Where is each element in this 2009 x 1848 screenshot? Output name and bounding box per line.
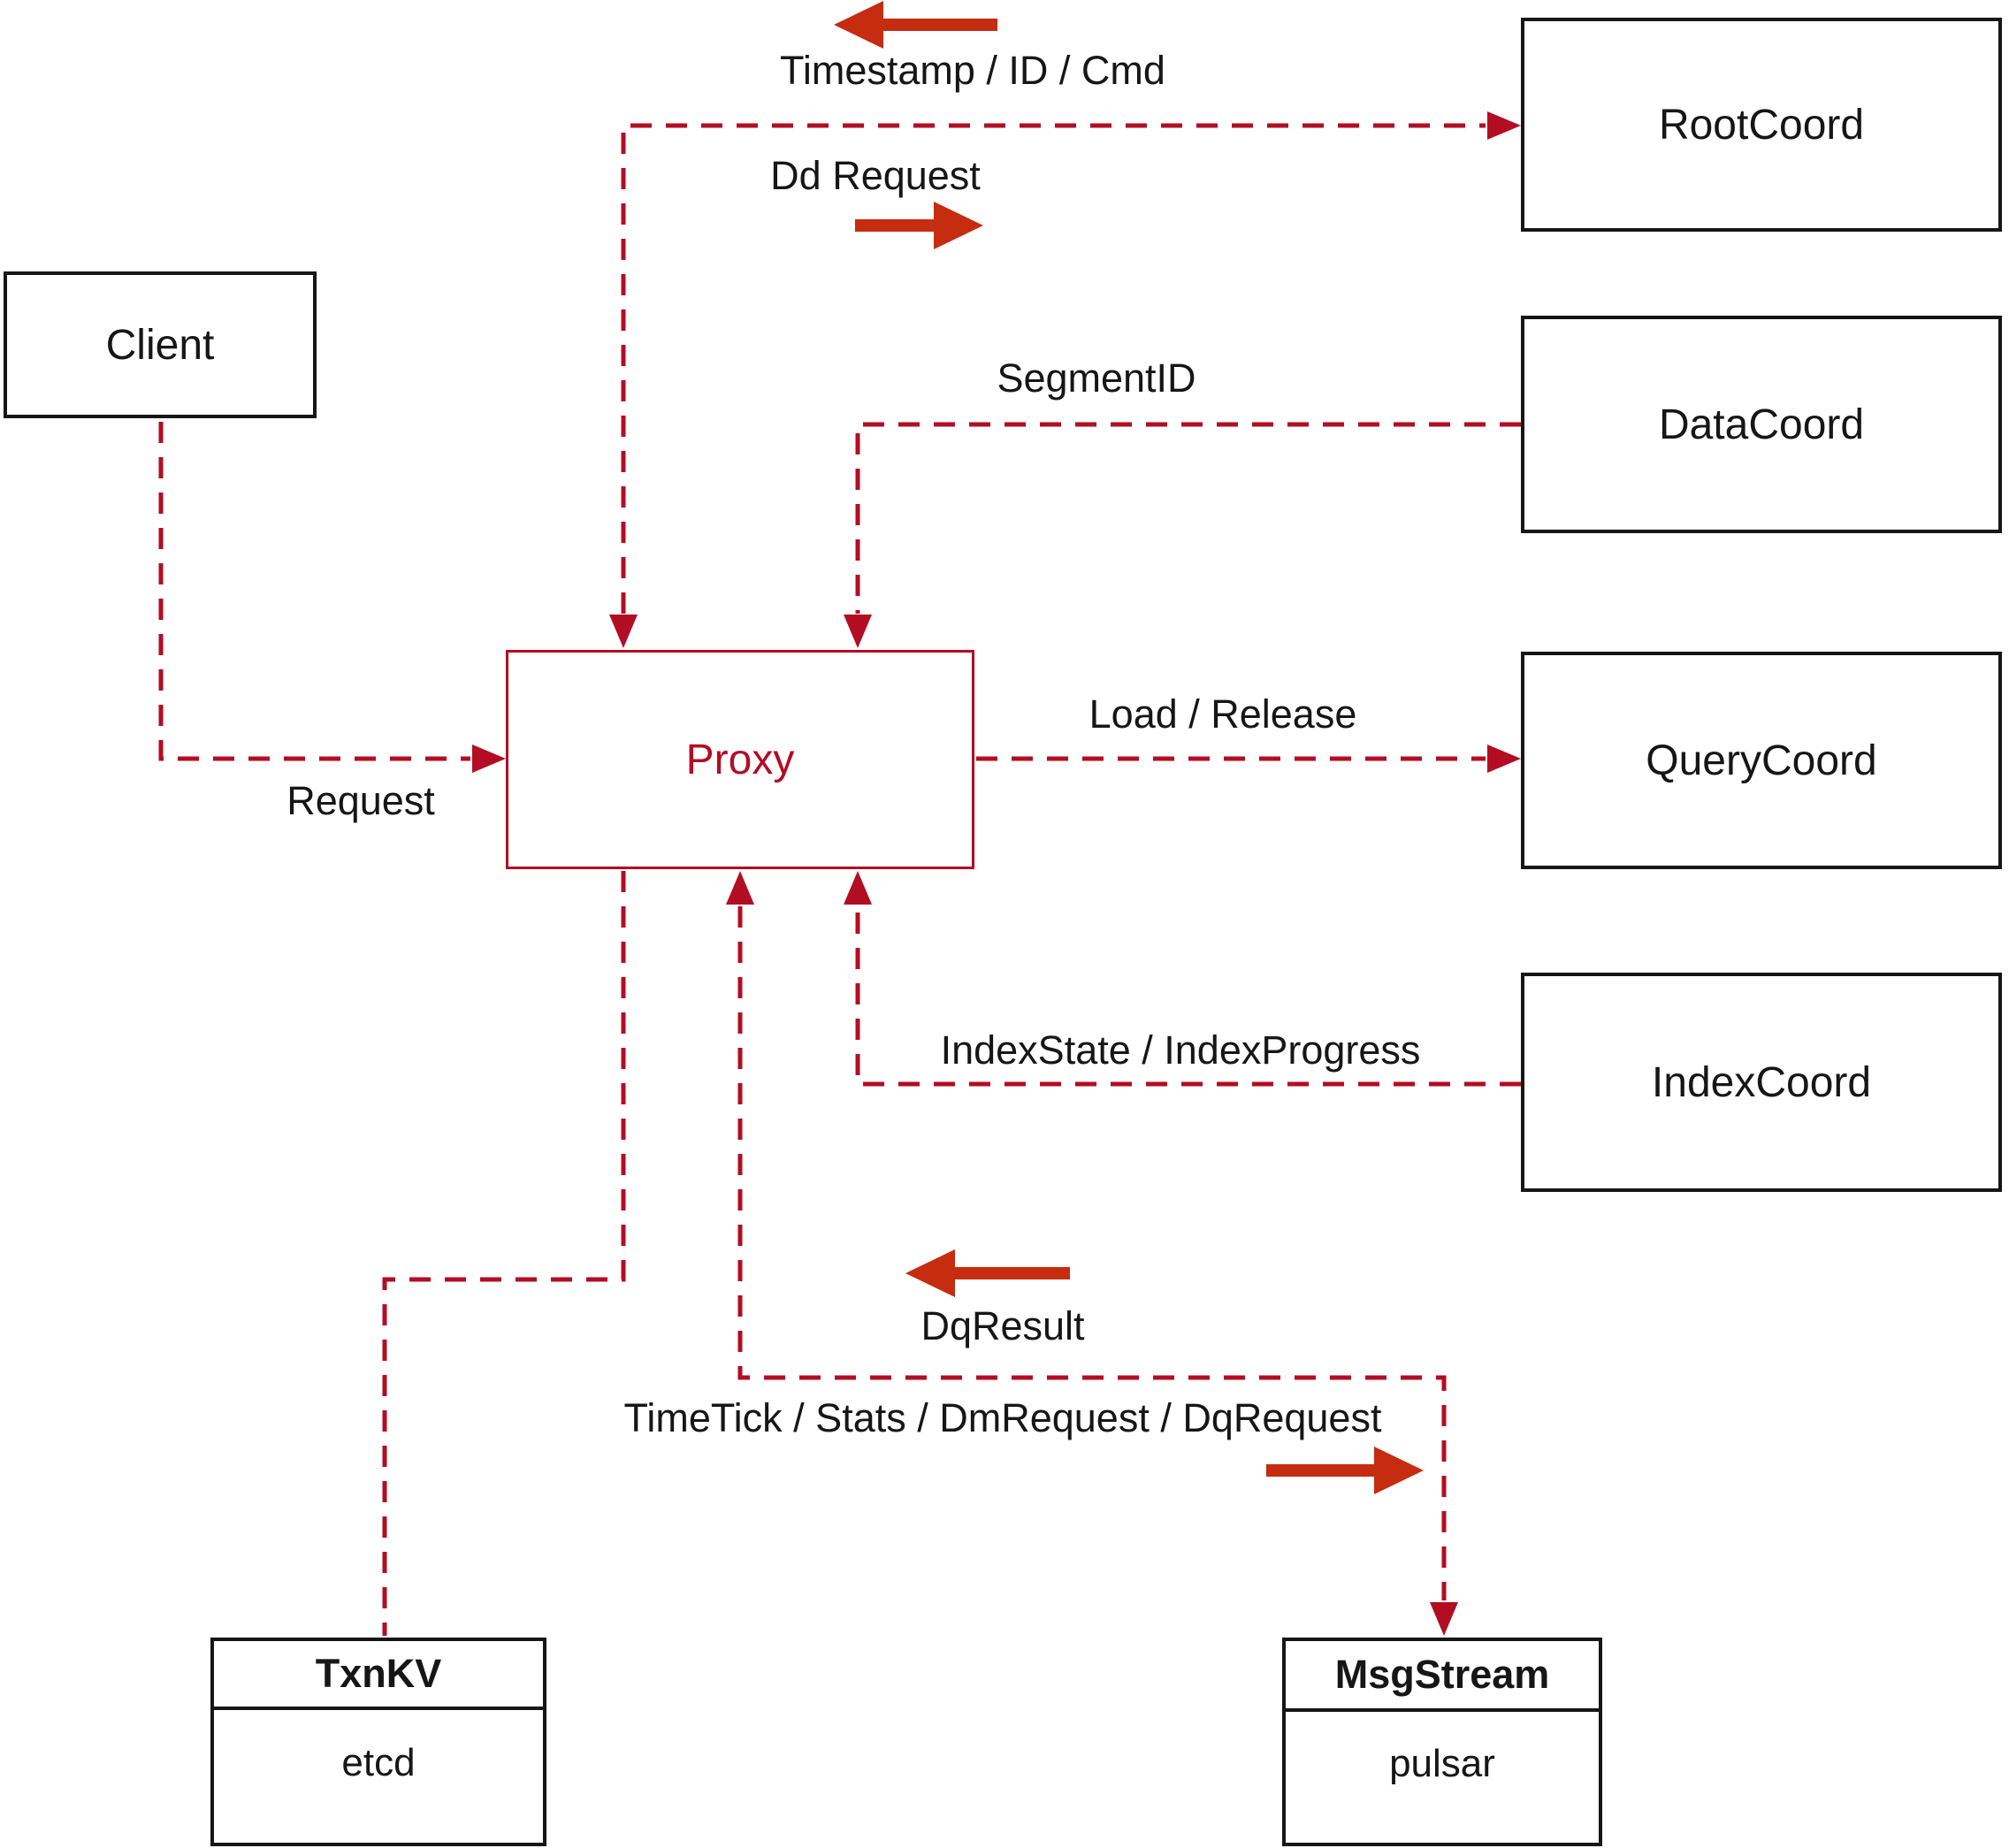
edge-client-proxy-line [158, 422, 470, 761]
arrowhead-into-proxy-bottom-right [844, 871, 872, 905]
arrowhead-into-proxy-top-left [609, 615, 638, 648]
edge-label-dd-request: Dd Request [770, 153, 981, 198]
arrowhead-into-querycoord [1487, 745, 1521, 773]
edge-label-request: Request [286, 778, 435, 823]
direction-arrow-left-timestamp-icon [834, 1, 997, 49]
node-client-label: Client [105, 321, 215, 369]
node-client: Client [4, 271, 317, 418]
node-msgstream-title: MsgStream [1286, 1641, 1599, 1712]
node-rootcoord: RootCoord [1521, 18, 2002, 232]
node-msgstream: MsgStream pulsar [1282, 1638, 1602, 1846]
node-txnkv-title: TxnKV [214, 1641, 543, 1710]
node-datacoord-label: DataCoord [1658, 401, 1865, 448]
arrowhead-into-proxy-left [472, 745, 506, 773]
arrowhead-into-proxy-top-right [844, 615, 872, 648]
direction-arrow-right-dd-request-icon [855, 202, 983, 249]
edge-proxy-rootcoord-line [621, 123, 1486, 614]
node-indexcoord: IndexCoord [1521, 973, 2002, 1192]
node-proxy: Proxy [506, 650, 974, 869]
edge-label-time-tick: TimeTick / Stats / DmRequest / DqRequest [623, 1395, 1382, 1440]
node-datacoord: DataCoord [1521, 316, 2002, 533]
edge-label-dq-result: DqResult [920, 1303, 1085, 1348]
edge-label-segment-id: SegmentID [997, 355, 1196, 401]
direction-arrow-right-timetick-icon [1266, 1447, 1424, 1494]
edge-datacoord-proxy-line [855, 422, 1521, 614]
arrowhead-into-rootcoord [1487, 111, 1521, 140]
edge-indexcoord-proxy-line [855, 906, 1521, 1087]
node-rootcoord-label: RootCoord [1658, 101, 1865, 149]
arrowhead-into-msgstream [1430, 1602, 1458, 1636]
node-txnkv: TxnKV etcd [210, 1638, 546, 1846]
edge-proxy-msgstream-line [737, 906, 1447, 1600]
node-indexcoord-label: IndexCoord [1651, 1058, 1872, 1106]
edge-label-index-state: IndexState / IndexProgress [940, 1027, 1421, 1073]
arrowhead-into-proxy-bottom-mid [726, 871, 754, 905]
edge-proxy-txnkv-line [382, 871, 626, 1636]
node-querycoord: QueryCoord [1521, 652, 2002, 869]
node-querycoord-label: QueryCoord [1646, 737, 1877, 784]
direction-arrow-left-dqresult-icon [905, 1249, 1070, 1297]
node-msgstream-impl: pulsar [1389, 1742, 1495, 1785]
edge-label-load-release: Load / Release [1089, 691, 1357, 737]
edge-label-timestamp-id-cmd: Timestamp / ID / Cmd [780, 48, 1165, 93]
node-txnkv-impl: etcd [341, 1741, 416, 1784]
node-proxy-label: Proxy [685, 736, 795, 783]
